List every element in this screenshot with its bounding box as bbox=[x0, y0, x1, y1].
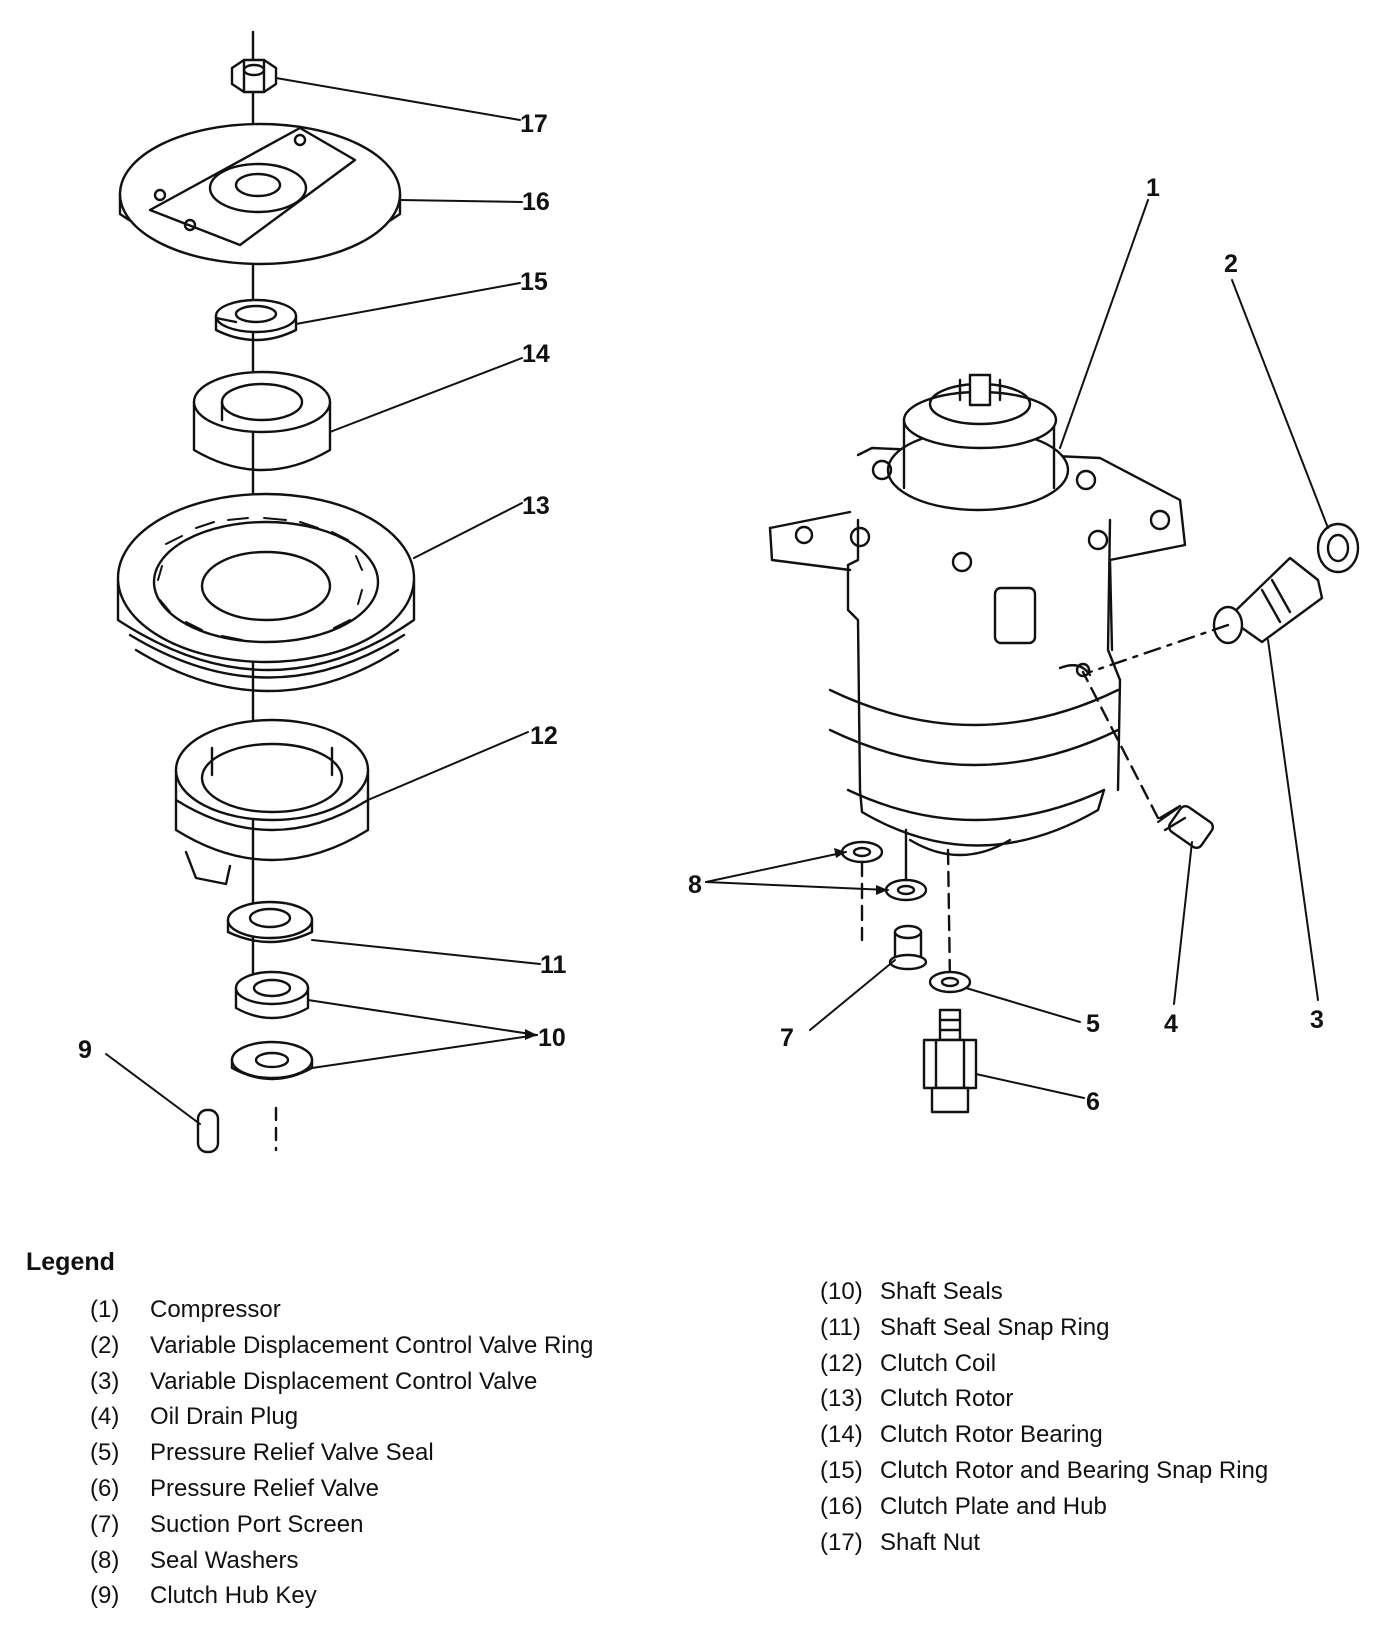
legend-item: (12) Clutch Coil bbox=[820, 1346, 1268, 1382]
legend-item-label: Shaft Nut bbox=[880, 1528, 981, 1556]
callout-14: 14 bbox=[522, 340, 550, 368]
legend-item-label: Seal Washers bbox=[150, 1546, 299, 1574]
legend-item-label: Compressor bbox=[150, 1296, 281, 1323]
clutch-coil-part bbox=[174, 718, 370, 886]
legend-item-label: Clutch Plate and Hub bbox=[880, 1492, 1107, 1520]
legend-left-column: (1) Compressor (2) Variable Displacement Co… bbox=[90, 1292, 593, 1614]
legend-item: (6) Pressure Relief Valve bbox=[90, 1471, 593, 1507]
legend-item: (3) Variable Displacement Control Valve bbox=[90, 1364, 593, 1400]
legend-item-label: Clutch Coil bbox=[880, 1349, 997, 1377]
seal-washer-b-part bbox=[884, 878, 928, 902]
clutch-plate-hub-part bbox=[118, 122, 402, 266]
legend-item-label: Suction Port Screen bbox=[150, 1510, 364, 1538]
legend-item: (16) Clutch Plate and Hub bbox=[820, 1489, 1268, 1525]
legend-item-number: (5) bbox=[90, 1439, 120, 1467]
suction-port-screen-part bbox=[888, 924, 928, 971]
legend-item-number: (14) bbox=[820, 1421, 863, 1449]
legend-item-label: Shaft Seals bbox=[880, 1278, 1003, 1305]
legend-item-number: (12) bbox=[820, 1349, 863, 1377]
legend-item: (11) Shaft Seal Snap Ring bbox=[820, 1310, 1268, 1346]
pressure-relief-valve-part bbox=[922, 1008, 978, 1114]
legend-item-number: (6) bbox=[90, 1474, 120, 1502]
legend-item-number: (13) bbox=[820, 1385, 863, 1413]
legend-item-label: Oil Drain Plug bbox=[150, 1403, 299, 1431]
legend-item-label: Clutch Hub Key bbox=[150, 1582, 317, 1610]
legend-item: (17) Shaft Nut bbox=[820, 1525, 1268, 1561]
legend-item-number: (10) bbox=[820, 1278, 863, 1305]
legend-item: (5) Pressure Relief Valve Seal bbox=[90, 1435, 593, 1471]
legend-item-number: (1) bbox=[90, 1296, 120, 1323]
control-valve-part bbox=[1212, 556, 1324, 645]
legend-item-number: (17) bbox=[820, 1528, 863, 1556]
legend-item: (2) Variable Displacement Control Valve R… bbox=[90, 1328, 593, 1364]
legend-item-number: (9) bbox=[90, 1582, 120, 1610]
legend-item-label: Variable Displacement Control Valve Ring bbox=[150, 1331, 594, 1359]
legend-item: (1) Compressor bbox=[90, 1292, 593, 1328]
callout-17: 17 bbox=[520, 110, 548, 138]
legend-item: (14) Clutch Rotor Bearing bbox=[820, 1417, 1268, 1453]
legend-item-number: (16) bbox=[820, 1492, 863, 1520]
rotor-bearing-part bbox=[192, 370, 332, 472]
legend-item: (8) Seal Washers bbox=[90, 1543, 593, 1579]
callout-4: 4 bbox=[1164, 1010, 1178, 1038]
legend-item-number: (11) bbox=[820, 1313, 861, 1341]
legend-item-label: Pressure Relief Valve Seal bbox=[150, 1439, 434, 1467]
callout-9: 9 bbox=[78, 1036, 92, 1064]
legend-item: (7) Suction Port Screen bbox=[90, 1507, 593, 1543]
legend-item-number: (8) bbox=[90, 1546, 120, 1574]
callout-11: 11 bbox=[540, 951, 567, 979]
legend-item-label: Clutch Rotor Bearing bbox=[880, 1421, 1103, 1449]
legend-item-label: Shaft Seal Snap Ring bbox=[880, 1313, 1110, 1341]
callout-6: 6 bbox=[1086, 1088, 1100, 1116]
callout-13: 13 bbox=[522, 492, 550, 520]
legend-item-number: (2) bbox=[90, 1331, 120, 1359]
snap-ring-15-part bbox=[214, 298, 298, 342]
legend-item-number: (4) bbox=[90, 1403, 120, 1431]
legend-item: (9) Clutch Hub Key bbox=[90, 1578, 593, 1614]
callout-5: 5 bbox=[1086, 1010, 1100, 1038]
legend-item-number: (7) bbox=[90, 1510, 120, 1538]
callout-15: 15 bbox=[520, 268, 548, 296]
clutch-rotor-part bbox=[116, 492, 416, 693]
callout-8: 8 bbox=[688, 871, 702, 899]
callout-1: 1 bbox=[1146, 174, 1160, 202]
legend-item-label: Variable Displacement Control Valve bbox=[150, 1367, 538, 1395]
legend-right-column: (10)Shaft Seals(11)Shaft Seal Snap Ring(… bbox=[820, 1274, 1268, 1560]
legend-item: (13) Clutch Rotor bbox=[820, 1381, 1268, 1417]
shaft-seal-upper-part bbox=[234, 970, 310, 1020]
seal-washer-a-part bbox=[840, 840, 884, 864]
legend-item-number: (3) bbox=[90, 1367, 120, 1395]
clutch-hub-key-part bbox=[196, 1108, 220, 1154]
callout-16: 16 bbox=[522, 188, 550, 216]
control-valve-ring-part bbox=[1316, 522, 1360, 574]
legend-item: (4) Oil Drain Plug bbox=[90, 1399, 593, 1435]
legend-item: (15) Clutch Rotor and Bearing Snap Ring bbox=[820, 1453, 1268, 1489]
shaft-seal-lower-part bbox=[230, 1040, 314, 1081]
callout-7: 7 bbox=[780, 1024, 794, 1052]
legend-item: (10) Shaft Seals bbox=[820, 1274, 1268, 1310]
legend-item-number: (15) bbox=[820, 1456, 863, 1484]
callout-10: 10 bbox=[538, 1024, 566, 1052]
oil-drain-plug-part bbox=[1157, 804, 1215, 850]
exploded-view-diagram: 1 2 3 4 5 6 7 8 9 10 11 12 13 14 15 16 1… bbox=[78, 30, 1360, 1154]
relief-valve-seal-part bbox=[928, 970, 972, 994]
legend-item-label: Clutch Rotor bbox=[880, 1385, 1014, 1413]
compressor-body-part bbox=[768, 373, 1187, 857]
legend-item-label: Clutch Rotor and Bearing Snap Ring bbox=[880, 1456, 1269, 1484]
callout-12: 12 bbox=[530, 722, 558, 750]
callout-3: 3 bbox=[1310, 1006, 1324, 1034]
legend-title: Legend bbox=[26, 1248, 115, 1276]
legend-item-label: Pressure Relief Valve bbox=[150, 1474, 379, 1502]
shaft-nut-part bbox=[230, 58, 278, 94]
callout-2: 2 bbox=[1224, 250, 1238, 278]
snap-ring-11-part bbox=[226, 900, 314, 944]
